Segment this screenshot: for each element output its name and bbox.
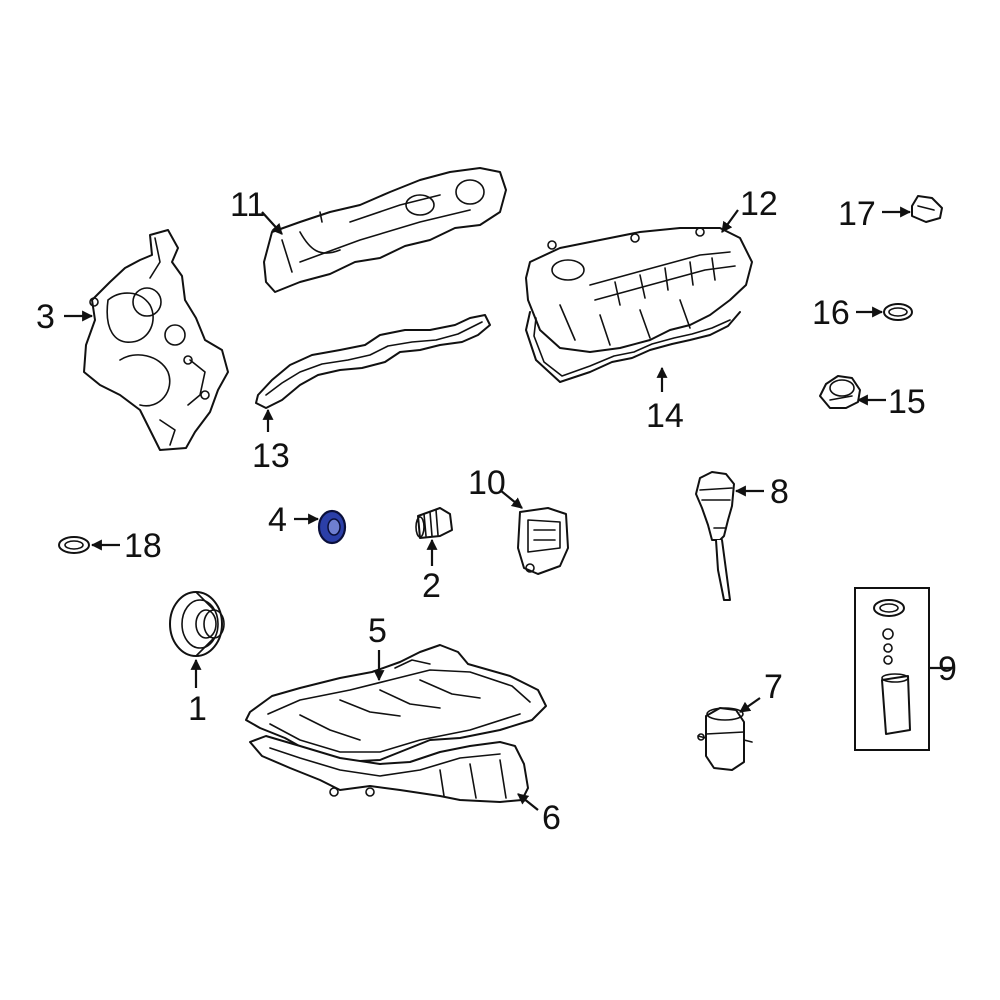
part-timing-cover[interactable] xyxy=(83,229,229,451)
part-oil-level-sensor[interactable] xyxy=(517,507,569,575)
callout-18: 18 xyxy=(124,527,162,565)
callout-2: 2 xyxy=(422,567,441,605)
callout-1: 1 xyxy=(188,690,207,728)
part-seal-highlighted[interactable] xyxy=(317,509,347,545)
part-crankshaft-pulley[interactable] xyxy=(169,591,225,657)
part-o-ring-small[interactable] xyxy=(883,303,913,321)
callout-16: 16 xyxy=(812,294,850,332)
leader-lines xyxy=(64,206,952,811)
part-dipstick-tube[interactable] xyxy=(695,471,735,601)
callout-3: 3 xyxy=(36,298,55,336)
part-valve-cover-gasket-right[interactable] xyxy=(525,311,741,383)
part-valve-cover-right[interactable] xyxy=(525,227,753,353)
callout-15: 15 xyxy=(888,383,926,421)
callout-12: 12 xyxy=(740,185,778,223)
callout-8: 8 xyxy=(770,473,789,511)
callout-9: 9 xyxy=(938,650,957,688)
part-oil-pan-upper[interactable] xyxy=(245,644,547,763)
part-washer[interactable] xyxy=(58,536,90,554)
leader-10 xyxy=(499,489,523,509)
callout-13: 13 xyxy=(252,437,290,475)
part-valve-cover-gasket-left[interactable] xyxy=(255,314,491,409)
part-threaded-sleeve[interactable] xyxy=(415,507,453,539)
callout-6: 6 xyxy=(542,799,561,837)
part-oil-filter-housing[interactable] xyxy=(697,707,753,771)
part-oil-pan-lower[interactable] xyxy=(249,735,529,803)
leader-11 xyxy=(261,211,283,235)
callout-10: 10 xyxy=(468,464,506,502)
leader-12 xyxy=(721,209,739,233)
callout-7: 7 xyxy=(764,668,783,706)
part-breather-fitting[interactable] xyxy=(819,375,861,409)
leader-6 xyxy=(517,793,539,811)
part-oil-filter-kit[interactable] xyxy=(854,587,930,751)
part-oil-filler-cap[interactable] xyxy=(911,195,943,223)
callout-labels: 3 11 12 13 14 17 16 15 18 4 2 10 8 9 7 1… xyxy=(36,185,957,837)
callout-4: 4 xyxy=(268,501,287,539)
callout-5: 5 xyxy=(368,612,387,650)
callout-17: 17 xyxy=(838,195,876,233)
leader-7 xyxy=(739,697,761,713)
part-valve-cover-left[interactable] xyxy=(263,167,507,293)
callout-14: 14 xyxy=(646,397,684,435)
callout-11: 11 xyxy=(230,186,265,224)
